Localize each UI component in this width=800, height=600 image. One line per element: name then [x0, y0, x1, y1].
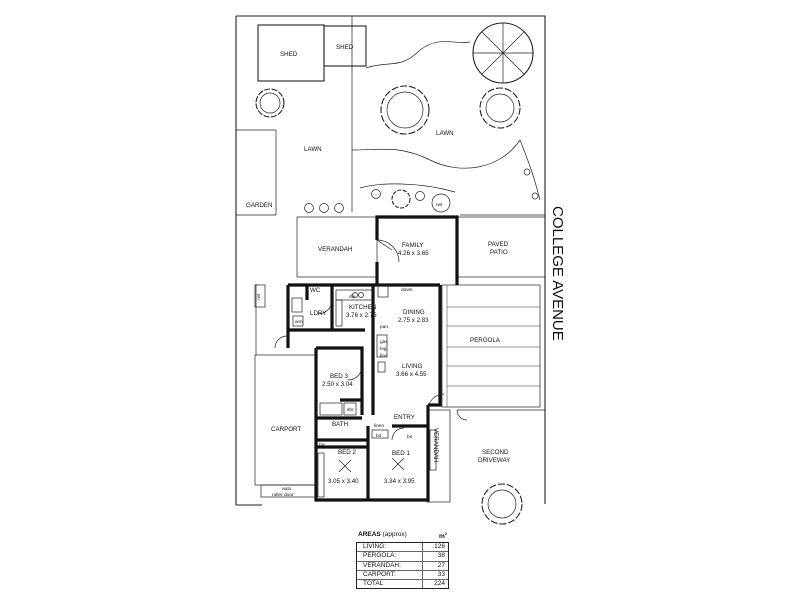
- areas-row: LIVING: 126: [357, 543, 448, 553]
- areas-title-wrap: AREAS (approx): [358, 531, 407, 540]
- lawn-left-label: LAWN: [304, 146, 322, 153]
- family-dim: 4.26 x 3.65: [398, 250, 429, 257]
- kitchen-dim: 3.76 x 2.75: [346, 312, 377, 319]
- ldry-label: LDRY: [310, 310, 326, 317]
- lawn-right-label: LAWN: [436, 130, 454, 137]
- shed-2: [323, 25, 367, 67]
- areas-row-total: TOTAL 224: [357, 579, 448, 589]
- areas-title: AREAS: [358, 531, 381, 538]
- gas-label-3: fire: [380, 353, 387, 359]
- bir-3-label: bir: [319, 442, 325, 448]
- living-dim: 3.66 x 4.55: [396, 371, 427, 378]
- shed-2-label: SHED: [336, 44, 354, 51]
- shr-label: shr: [347, 407, 354, 413]
- areas-row-value: 33: [437, 570, 445, 578]
- verandah-back-area: [296, 216, 378, 278]
- verandah-front-label: VERANDAH: [432, 428, 439, 462]
- areas-row-label: PERGOLA:: [357, 552, 423, 561]
- second-driveway-label-1: SECOND: [482, 449, 509, 456]
- house-walls: [286, 215, 459, 502]
- areas-row: VERANDAH: 27: [357, 561, 448, 571]
- areas-row-label: LIVING:: [357, 543, 423, 552]
- bir-2-label: bir: [407, 434, 413, 440]
- fixtures: [291, 284, 437, 498]
- garden-path: [351, 41, 541, 201]
- bed1-label: BED 1: [392, 450, 410, 457]
- areas-row: CARPORT: 33: [357, 570, 448, 580]
- door-swings: [274, 239, 468, 441]
- auto-door-label-2: roller door: [272, 492, 294, 498]
- shed-1-label: SHED: [280, 51, 298, 58]
- paved-patio-label-2: PATIO: [490, 249, 508, 256]
- dining-label: DINING: [403, 309, 425, 316]
- entry-label: ENTRY: [394, 414, 415, 421]
- rainwater-tank-1: [431, 193, 451, 213]
- tree-driveway: [481, 483, 523, 525]
- areas-row-label: CARPORT:: [357, 570, 423, 579]
- gas-label-1: gas: [380, 340, 388, 345]
- second-driveway-label-2: DRIVEWAY: [478, 457, 510, 464]
- areas-row-label: VERANDAH:: [357, 561, 423, 570]
- areas-title-note: (approx): [382, 531, 407, 538]
- wm-label: wm: [295, 320, 302, 325]
- bir-1-label: bir: [376, 433, 382, 439]
- areas-row-label: TOTAL: [357, 579, 423, 589]
- bed2-label: BED 2: [338, 449, 356, 456]
- linen-label: linen: [374, 423, 384, 429]
- areas-header: AREAS (approx) m2: [356, 531, 449, 540]
- tree-centre-small: [391, 189, 411, 209]
- kitchen-label: KITCHEN: [349, 304, 376, 311]
- areas-grid: LIVING: 126 PERGOLA: 38 VERANDAH: 27 CAR…: [356, 542, 449, 590]
- gas-label-2: log: [380, 346, 387, 352]
- tree-large: [472, 22, 534, 84]
- shrub-row: [304, 168, 539, 213]
- bed1-dim: 3.34 x 3.95: [384, 478, 415, 485]
- pergola-label: PERGOLA: [470, 337, 501, 344]
- bed3-label: BED 3: [330, 373, 348, 380]
- carport-label: CARPORT: [271, 426, 301, 433]
- auto-door-label-1: auto: [282, 486, 292, 492]
- dw-label: dw: [349, 294, 356, 300]
- areas-row-value: 224: [434, 579, 445, 587]
- tree-middle: [380, 85, 430, 135]
- dining-dim: 2.75 x 2.83: [398, 317, 429, 324]
- areas-row-value: 38: [437, 552, 445, 560]
- verandah-back-label: VERANDAH: [318, 246, 352, 253]
- street-name: COLLEGE AVENUE: [549, 206, 566, 341]
- bath-label: BATH: [332, 421, 348, 428]
- bed2-dim: 3.05 x 3.40: [328, 478, 359, 485]
- tree-right: [479, 87, 521, 129]
- areas-unit-sup: 2: [444, 531, 447, 536]
- rwt-1-label: rwt: [436, 202, 443, 208]
- carport-area: [254, 284, 318, 498]
- tree-left: [255, 88, 285, 118]
- pan-label: pan: [380, 325, 388, 330]
- areas-row-value: 27: [437, 561, 445, 569]
- paved-patio-label-1: PAVED: [488, 241, 509, 248]
- areas-unit: m: [438, 533, 445, 541]
- rwt-2-label: rwt: [256, 293, 262, 300]
- bed3-dim: 2.50 x 3.04: [322, 381, 353, 388]
- family-label: FAMILY: [402, 242, 424, 249]
- areas-row: PERGOLA: 38: [357, 552, 448, 562]
- garden-label: GARDEN: [246, 202, 272, 209]
- areas-unit-wrap: m2: [439, 531, 447, 540]
- wc-label: WC: [310, 287, 321, 294]
- areas-table: AREAS (approx) m2 LIVING: 126 PERGOLA: 3…: [356, 531, 449, 590]
- down-label: down: [401, 287, 413, 293]
- areas-row-value: 126: [434, 543, 445, 551]
- living-label: LIVING: [402, 363, 422, 370]
- pergola-area: [441, 284, 541, 408]
